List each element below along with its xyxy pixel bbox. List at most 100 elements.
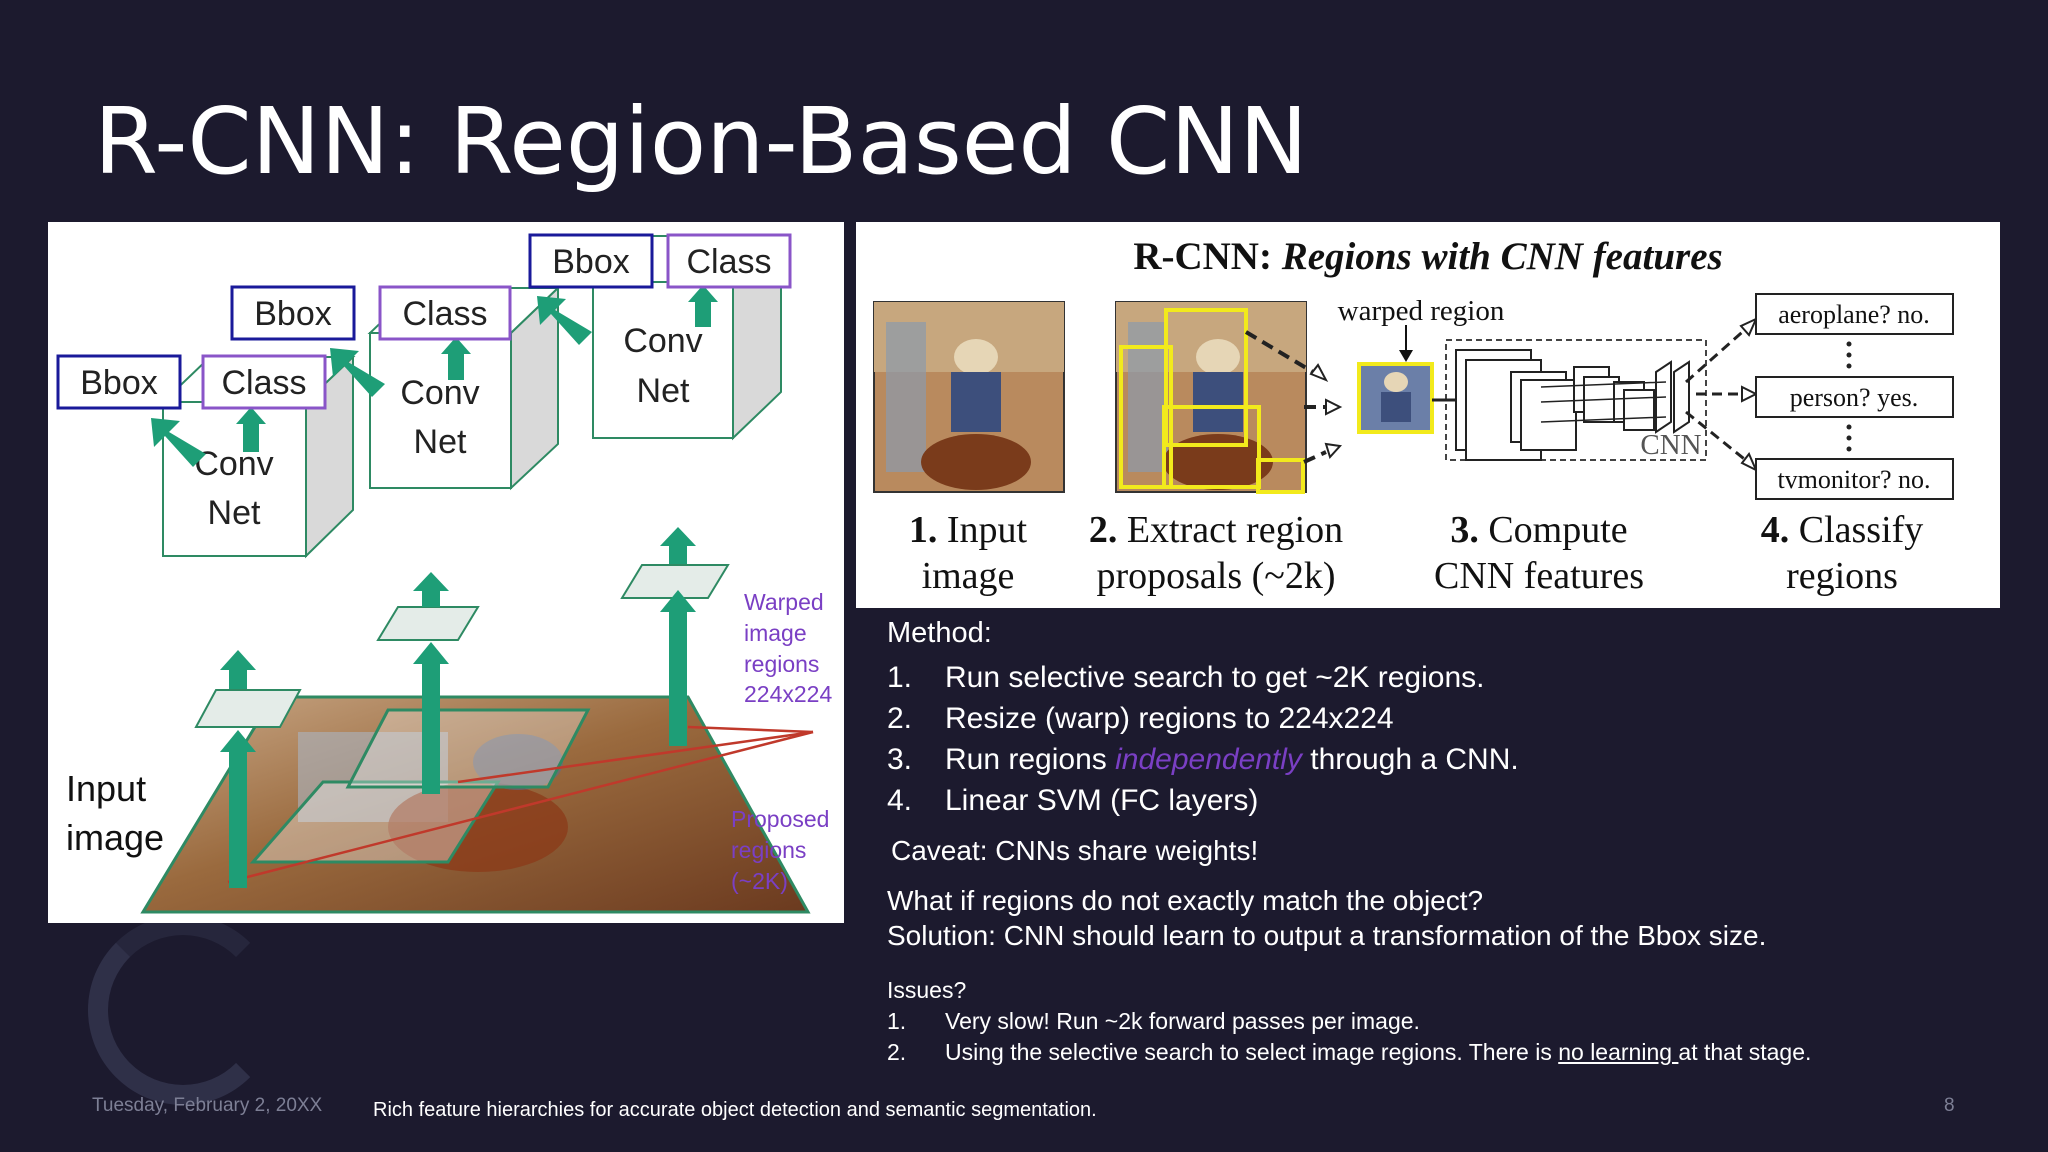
proposal-boxes xyxy=(1119,308,1305,494)
question-text: What if regions do not exactly match the… xyxy=(887,885,1484,916)
warped-annotation-line3: regions xyxy=(744,651,819,677)
proposal-pointer-3 xyxy=(687,725,814,734)
class-output-tvmonitor xyxy=(1755,458,1954,500)
class-output-boxes: aeroplane? no. person? yes. tvmonitor? n… xyxy=(1755,293,1954,500)
method-step-2: 2. Resize (warp) regions to 224x224 xyxy=(887,698,1519,739)
input-image-label-line1: Input xyxy=(66,768,146,809)
issue-1-text: Very slow! Run ~2k forward passes per im… xyxy=(945,1008,1420,1034)
proposed-annotation-line1: Proposed xyxy=(731,806,829,832)
input-image-photo xyxy=(873,301,1065,493)
issues-label: Issues? xyxy=(887,977,967,1003)
footer-reference: Rich feature hierarchies for accurate ob… xyxy=(373,1099,1097,1121)
figure-heading-emph: Regions with CNN features xyxy=(1281,235,1723,278)
convnet-2-label-line1: Conv xyxy=(400,374,479,412)
convnet-2-label-line2: Net xyxy=(414,423,467,461)
decorative-arc xyxy=(88,915,278,1105)
convnet-1-label-line2: Net xyxy=(208,494,261,532)
class-label-2: Class xyxy=(402,295,487,333)
page-number: 8 xyxy=(1944,1095,1955,1116)
issue-2-text-before: Using the selective search to select ima… xyxy=(945,1039,1559,1065)
class-output-aeroplane xyxy=(1755,293,1954,335)
footer-date: Tuesday, February 2, 20XX xyxy=(92,1095,323,1116)
rcnn-overview-svg: R-CNN: Regions with CNN features xyxy=(873,235,1954,597)
figure-heading: R-CNN: Regions with CNN features xyxy=(1133,235,1722,278)
convnet-3-label-line2: Net xyxy=(637,372,690,410)
class-arrows xyxy=(1685,325,1749,464)
step-2-line1: 2. Extract region xyxy=(1089,509,1343,551)
rcnn-pipeline-svg: Conv Net Conv Net Conv Net xyxy=(56,233,832,914)
warped-region-3 xyxy=(620,564,730,599)
step-captions: 1. Input image 2. Extract region proposa… xyxy=(909,509,1923,597)
warped-annotation-line4: 224x224 xyxy=(744,681,832,707)
method-step-2-text: Resize (warp) regions to 224x224 xyxy=(945,702,1394,735)
convnet-3-label-line1: Conv xyxy=(623,322,702,360)
warped-region-thumbnail xyxy=(1357,362,1434,434)
image-to-warped-arrows xyxy=(220,590,696,888)
warped-annotation: Warped image regions 224x224 xyxy=(744,589,832,707)
step-1-line2: image xyxy=(922,555,1015,597)
warped-region-label: warped region xyxy=(1338,295,1505,327)
method-step-4-text: Linear SVM (FC layers) xyxy=(945,784,1259,817)
issue-1: 1. Very slow! Run ~2k forward passes per … xyxy=(887,1006,1811,1037)
method-step-1-text: Run selective search to get ~2K regions. xyxy=(945,661,1485,694)
step-1-line1: 1. Input xyxy=(909,509,1028,551)
vertical-ellipsis xyxy=(1846,341,1852,452)
issues-list: 1. Very slow! Run ~2k forward passes per … xyxy=(887,1006,1811,1068)
slide-title: R-CNN: Region-Based CNN xyxy=(94,88,1308,195)
warped-region-2 xyxy=(376,606,480,641)
photo-horse-detail xyxy=(388,782,568,872)
method-step-3-text-after: through a CNN. xyxy=(1301,743,1519,776)
warp-arrow-heads xyxy=(1309,363,1343,459)
input-image-label-line2: image xyxy=(66,817,164,858)
cnn-label: CNN xyxy=(1640,429,1701,461)
method-step-3-emphasis: independently xyxy=(1115,743,1302,776)
outputs-box-1: Bbox Class xyxy=(56,354,327,410)
bbox-label-2: Bbox xyxy=(254,295,332,333)
bbox-label-1: Bbox xyxy=(80,364,158,402)
issue-1-num: 1. xyxy=(887,1008,907,1034)
rcnn-overview-figure: R-CNN: Regions with CNN features xyxy=(856,222,2000,608)
method-step-1-num: 1. xyxy=(887,661,913,694)
method-steps-list: 1. Run selective search to get ~2K region… xyxy=(887,657,1519,821)
warped-annotation-line2: image xyxy=(744,620,807,646)
step-3-line1: 3. Compute xyxy=(1450,509,1627,551)
method-label: Method: xyxy=(887,617,992,649)
method-step-4-num: 4. xyxy=(887,784,913,817)
class-output-tvmonitor-text: tvmonitor? no. xyxy=(1777,465,1930,494)
proposed-annotation-line2: regions xyxy=(731,837,806,863)
region-proposals-photo xyxy=(1115,301,1307,494)
bbox-label-3: Bbox xyxy=(552,243,630,281)
outputs-box-3: Bbox Class xyxy=(528,233,792,289)
step-4-line1: 4. Classify xyxy=(1761,509,1924,551)
method-step-1: 1. Run selective search to get ~2K region… xyxy=(887,657,1519,698)
convnet-1-label-line1: Conv xyxy=(194,445,273,483)
warped-to-convnet-arrows xyxy=(220,527,696,689)
proposal-pointer-2 xyxy=(457,730,814,784)
solution-text: Solution: CNN should learn to output a t… xyxy=(887,920,1767,951)
convnet-output-arrows xyxy=(151,285,718,467)
issue-2-text-after: at that stage. xyxy=(1678,1039,1812,1065)
warped-annotation-line1: Warped xyxy=(744,589,824,615)
class-label-1: Class xyxy=(221,364,306,402)
proposed-region-2 xyxy=(345,708,591,789)
class-output-person-text: person? yes. xyxy=(1790,383,1919,412)
class-label-3: Class xyxy=(686,243,771,281)
method-step-3-num: 3. xyxy=(887,743,913,776)
method-step-3: 3. Run regions independently through a CN… xyxy=(887,739,1519,780)
method-step-2-num: 2. xyxy=(887,702,913,735)
class-output-person xyxy=(1755,376,1954,418)
method-step-3-text-before: Run regions xyxy=(945,743,1116,776)
step-2-line2: proposals (~2k) xyxy=(1096,555,1335,597)
proposed-region-1 xyxy=(249,780,501,864)
step-4-line2: regions xyxy=(1786,555,1898,597)
proposed-annotation: Proposed regions (~2K) xyxy=(731,806,829,894)
outputs-box-2: Bbox Class xyxy=(230,285,512,341)
issue-2-underlined: no learning xyxy=(1558,1039,1679,1065)
class-arrow-heads xyxy=(1739,316,1759,473)
issue-2: 2.Using the selective search to select i… xyxy=(887,1037,1811,1068)
figure-heading-prefix: R-CNN: xyxy=(1133,235,1281,278)
proposal-pointer-1 xyxy=(227,730,814,884)
cnn-block: CNN xyxy=(1445,339,1707,461)
rcnn-pipeline-figure: Conv Net Conv Net Conv Net xyxy=(48,222,844,923)
warp-arrows xyxy=(1244,330,1327,464)
